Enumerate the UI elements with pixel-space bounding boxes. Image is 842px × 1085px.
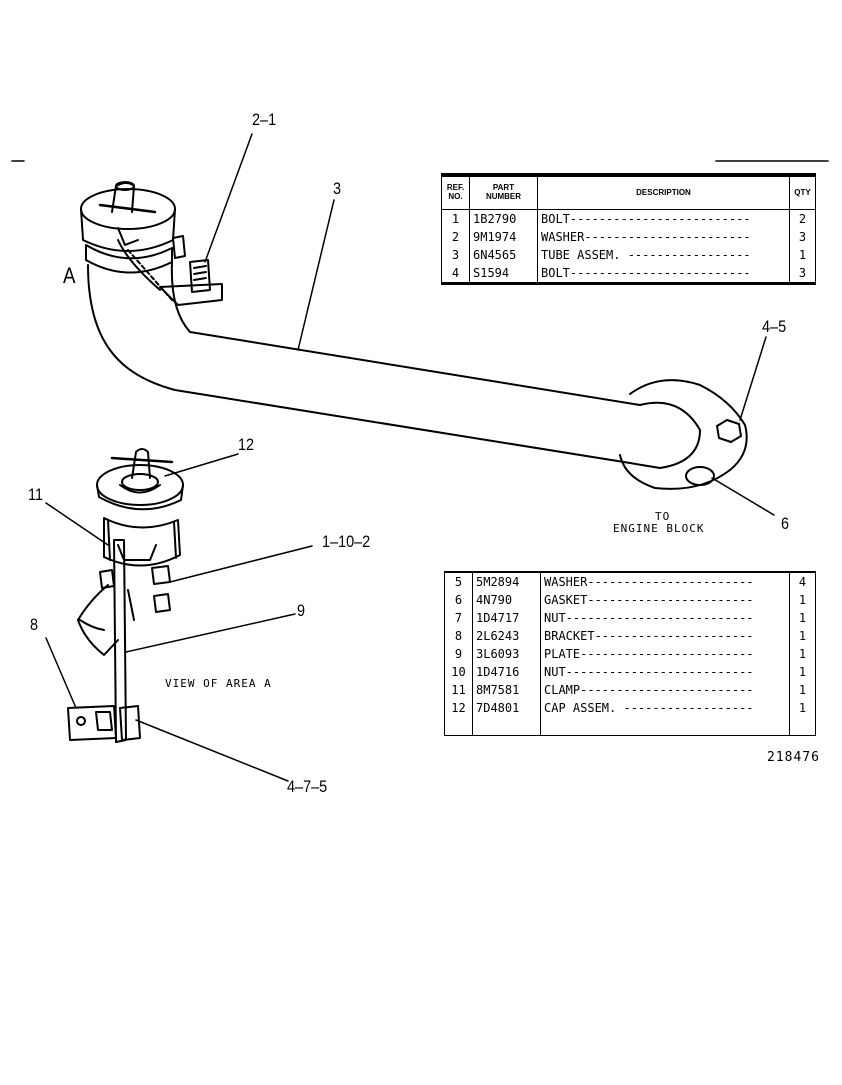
part-number-cell: 1D4716 xyxy=(472,663,541,681)
callout-1-10-2: 1–10–2 xyxy=(322,532,371,551)
description-cell: NUT-------------------------- xyxy=(540,663,790,681)
ref-cell: 5 xyxy=(454,575,463,589)
table-row: 12 7D4801 CAP ASSEM. ------------------ … xyxy=(445,699,816,717)
clamp-main xyxy=(85,239,173,301)
callout-9: 9 xyxy=(297,601,306,620)
description-cell: WASHER----------------------- xyxy=(537,228,790,246)
ref-cell: 11 xyxy=(451,683,466,697)
table-row: 4 S1594 BOLT------------------------- 3 xyxy=(442,264,816,284)
ref-cell: 10 xyxy=(451,665,466,679)
header-ref-no: REF.NO. xyxy=(441,175,470,210)
part-number-cell: S1594 xyxy=(469,264,538,284)
part-number-cell: 2L6243 xyxy=(472,627,541,645)
callout-4-5: 4–5 xyxy=(762,317,787,336)
description-cell: BOLT------------------------- xyxy=(537,264,790,284)
header-qty: QTY xyxy=(789,175,816,210)
ref-cell: 6 xyxy=(454,593,463,607)
callout-area-a: A xyxy=(63,263,76,288)
table-row: 1 1B2790 BOLT------------------------- 2 xyxy=(442,209,816,228)
description-cell: TUBE ASSEM. ----------------- xyxy=(537,246,790,264)
callout-2-1: 2–1 xyxy=(252,110,277,129)
callout-12: 12 xyxy=(238,435,255,454)
table-row: 3 6N4565 TUBE ASSEM. ----------------- 1 xyxy=(442,246,816,264)
ref-cell: 4 xyxy=(451,266,460,280)
callout-4-7-5: 4–7–5 xyxy=(287,777,328,796)
to-engine-block-line-2: ENGINE BLOCK xyxy=(613,522,705,535)
qty-cell: 1 xyxy=(789,609,816,627)
description-cell: CLAMP------------------------ xyxy=(540,681,790,699)
qty-cell: 3 xyxy=(789,228,816,246)
description-cell: CAP ASSEM. ------------------ xyxy=(540,699,790,717)
qty-cell: 1 xyxy=(789,246,816,264)
description-cell: BRACKET---------------------- xyxy=(540,627,790,645)
flange xyxy=(619,379,748,490)
callout-6: 6 xyxy=(781,514,790,533)
header-description: DESCRIPTION xyxy=(537,175,790,210)
callout-8: 8 xyxy=(30,615,39,634)
ref-cell: 2 xyxy=(451,230,460,244)
to-engine-block-line-1: TO xyxy=(655,510,671,523)
leader-lines xyxy=(45,133,775,782)
ref-cell: 8 xyxy=(454,629,463,643)
table-row: 11 8M7581 CLAMP------------------------ … xyxy=(445,681,816,699)
cap-assembly-detail xyxy=(96,448,184,511)
bracket-8 xyxy=(67,705,141,741)
bolt-2-1 xyxy=(159,235,223,306)
nut-1-10-2 xyxy=(99,565,171,613)
ref-cell: 12 xyxy=(451,701,466,715)
table-row: 8 2L6243 BRACKET---------------------- 1 xyxy=(445,627,816,645)
parts-table-bottom: 5 5M2894 WASHER----------------------- 4… xyxy=(444,571,816,736)
part-number-cell: 6N4565 xyxy=(469,246,538,264)
part-number-cell: 7D4801 xyxy=(472,699,541,717)
ref-cell: 1 xyxy=(451,212,460,226)
callout-3: 3 xyxy=(333,179,342,198)
table-row: 6 4N790 GASKET----------------------- 1 xyxy=(445,591,816,609)
ref-cell: 7 xyxy=(454,611,463,625)
table-row: 2 9M1974 WASHER----------------------- 3 xyxy=(442,228,816,246)
table-row: 5 5M2894 WASHER----------------------- 4 xyxy=(445,572,816,591)
qty-cell: 1 xyxy=(789,591,816,609)
table-row: 9 3L6093 PLATE------------------------ 1 xyxy=(445,645,816,663)
part-number-cell: 3L6093 xyxy=(472,645,541,663)
description-cell: BOLT------------------------- xyxy=(537,209,790,228)
qty-cell: 1 xyxy=(789,681,816,699)
drawing-number: 218476 xyxy=(767,750,820,765)
part-number-cell: 5M2894 xyxy=(472,572,541,591)
qty-cell: 3 xyxy=(789,264,816,284)
description-cell: GASKET----------------------- xyxy=(540,591,790,609)
part-number-cell: 8M7581 xyxy=(472,681,541,699)
elbow-detail xyxy=(77,584,135,656)
table-row: 10 1D4716 NUT-------------------------- … xyxy=(445,663,816,681)
view-of-area-a-note: VIEW OF AREA A xyxy=(165,677,272,690)
cap-assembly-main xyxy=(80,181,176,252)
part-number-cell: 1D4717 xyxy=(472,609,541,627)
table-row-empty xyxy=(445,717,816,736)
qty-cell: 1 xyxy=(789,699,816,717)
qty-cell: 1 xyxy=(789,663,816,681)
ref-cell: 3 xyxy=(451,248,460,262)
description-cell: PLATE------------------------ xyxy=(540,645,790,663)
qty-cell: 1 xyxy=(789,645,816,663)
qty-cell: 1 xyxy=(789,627,816,645)
part-number-cell: 4N790 xyxy=(472,591,541,609)
part-number-cell: 1B2790 xyxy=(469,209,538,228)
description-cell: WASHER----------------------- xyxy=(540,572,790,591)
part-number-cell: 9M1974 xyxy=(469,228,538,246)
qty-cell: 4 xyxy=(789,572,816,591)
table-row: 7 1D4717 NUT-------------------------- 1 xyxy=(445,609,816,627)
callout-11: 11 xyxy=(28,485,44,504)
clamp-detail xyxy=(103,517,181,567)
qty-cell: 2 xyxy=(789,209,816,228)
tube-assembly xyxy=(87,261,701,469)
ref-cell: 9 xyxy=(454,647,463,661)
description-cell: NUT-------------------------- xyxy=(540,609,790,627)
